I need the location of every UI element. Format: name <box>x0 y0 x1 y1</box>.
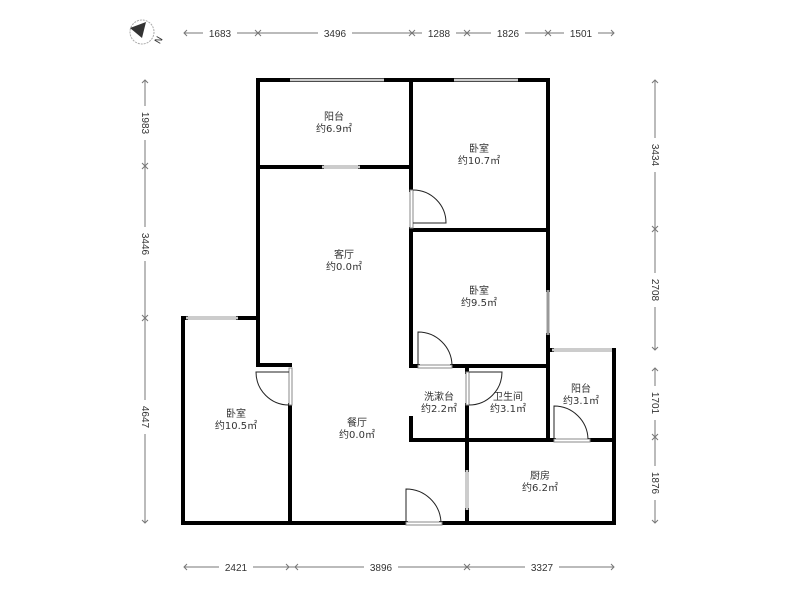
dimension-bottom: 2421 3896 3327 <box>183 560 615 574</box>
svg-text:1683: 1683 <box>209 29 232 40</box>
svg-text:3896: 3896 <box>370 563 393 574</box>
svg-text:餐厅: 餐厅 <box>347 416 367 429</box>
svg-text:3327: 3327 <box>531 563 554 574</box>
svg-text:阳台: 阳台 <box>571 382 591 395</box>
walls <box>181 78 616 525</box>
svg-text:约6.2㎡: 约6.2㎡ <box>522 481 558 494</box>
svg-text:阳台: 阳台 <box>324 110 344 123</box>
svg-text:约2.2㎡: 约2.2㎡ <box>421 402 457 415</box>
room-dining-room: 餐厅 约0.0㎡ <box>339 416 375 441</box>
svg-text:卧室: 卧室 <box>469 142 489 155</box>
compass-north-icon: N <box>129 19 166 46</box>
svg-text:约6.9㎡: 约6.9㎡ <box>316 122 352 135</box>
svg-text:约3.1㎡: 约3.1㎡ <box>490 402 526 415</box>
svg-text:2421: 2421 <box>225 563 248 574</box>
svg-text:约0.0㎡: 约0.0㎡ <box>326 260 362 273</box>
windows <box>186 78 612 510</box>
room-bathroom: 卫生间 约3.1㎡ <box>490 390 526 415</box>
svg-text:约10.7㎡: 约10.7㎡ <box>458 154 500 167</box>
svg-text:1826: 1826 <box>497 29 520 40</box>
svg-text:3434: 3434 <box>649 144 660 167</box>
dimension-left: 1983 3446 4647 <box>138 79 152 524</box>
room-bedroom-ne: 卧室 约10.7㎡ <box>458 142 500 167</box>
svg-text:约3.1㎡: 约3.1㎡ <box>563 394 599 407</box>
room-balcony-north: 阳台 约6.9㎡ <box>316 110 352 135</box>
svg-text:卫生间: 卫生间 <box>493 390 523 403</box>
svg-text:约9.5㎡: 约9.5㎡ <box>461 296 497 309</box>
dimension-right: 3434 2708 1701 1876 <box>648 79 662 524</box>
room-washbasin: 洗漱台 约2.2㎡ <box>421 390 457 415</box>
svg-text:N: N <box>154 35 166 46</box>
svg-text:1983: 1983 <box>139 112 150 135</box>
room-bedroom-e: 卧室 约9.5㎡ <box>461 284 497 309</box>
svg-text:客厅: 客厅 <box>334 248 354 261</box>
svg-text:1876: 1876 <box>649 472 660 495</box>
svg-text:3446: 3446 <box>139 233 150 256</box>
room-balcony-se: 阳台 约3.1㎡ <box>563 382 599 407</box>
svg-text:厨房: 厨房 <box>530 469 550 482</box>
svg-text:4647: 4647 <box>139 406 150 429</box>
svg-text:约10.5㎡: 约10.5㎡ <box>215 419 257 432</box>
svg-text:2708: 2708 <box>649 279 660 302</box>
svg-text:卧室: 卧室 <box>226 407 246 420</box>
svg-text:1501: 1501 <box>570 29 593 40</box>
dimension-top: 1683 3496 1288 1826 1501 <box>183 26 615 40</box>
svg-text:3496: 3496 <box>324 29 347 40</box>
room-living-room: 客厅 约0.0㎡ <box>326 248 362 273</box>
svg-text:1288: 1288 <box>428 29 451 40</box>
svg-text:约0.0㎡: 约0.0㎡ <box>339 428 375 441</box>
svg-text:洗漱台: 洗漱台 <box>424 390 454 403</box>
doors <box>255 189 591 526</box>
svg-text:1701: 1701 <box>649 392 660 415</box>
room-kitchen: 厨房 约6.2㎡ <box>522 469 558 494</box>
svg-text:卧室: 卧室 <box>469 284 489 297</box>
room-bedroom-w: 卧室 约10.5㎡ <box>215 407 257 432</box>
